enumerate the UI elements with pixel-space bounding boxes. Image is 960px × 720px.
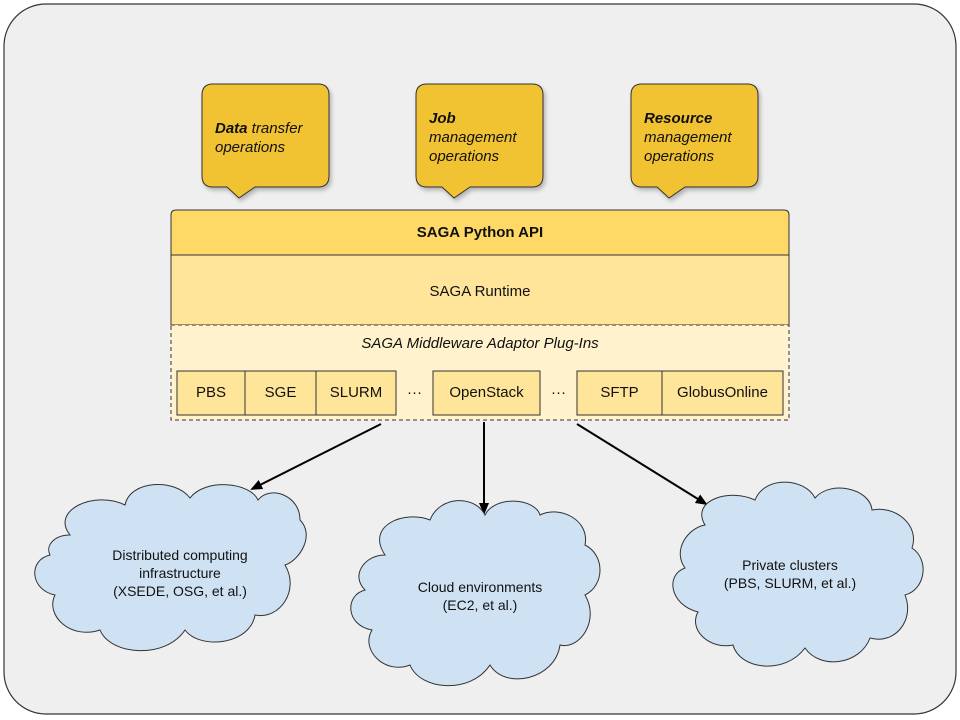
plugin-box-openstack — [432, 370, 541, 416]
callout-job-text: Job management operations — [429, 109, 541, 166]
callout-data-rest: transfer — [247, 120, 303, 137]
callout-job-management — [415, 83, 544, 199]
ellipsis-1: ··· — [407, 384, 422, 401]
callout-job-line2: management — [429, 129, 517, 146]
plugin-openstack: OpenStack — [449, 384, 524, 401]
cloud-env-line2: (EC2, et al.) — [442, 597, 518, 613]
callout-resource-bold: Resource — [644, 110, 713, 127]
saga-runtime-box — [170, 254, 790, 326]
cloud-env-line1: Cloud environments — [417, 579, 543, 595]
saga-stack — [170, 209, 790, 421]
plugin-sge: SGE — [264, 384, 297, 401]
ellipsis-2: ··· — [551, 384, 566, 401]
cloud-env-text: Cloud environments (EC2, et al.) — [370, 578, 590, 614]
callout-data-line2: operations — [215, 139, 286, 156]
callout-resource-line3: operations — [644, 148, 715, 165]
cloud-distributed-line1: Distributed computing — [112, 547, 248, 563]
api-title: SAGA Python API — [416, 224, 544, 241]
cloud-distributed-text: Distributed computing infrastructure (XS… — [70, 546, 290, 600]
plugin-globusonline: GlobusOnline — [677, 384, 768, 401]
plugin-box-globus — [661, 370, 784, 416]
plugin-box-sge — [244, 370, 317, 416]
cloud-private-line2: (PBS, SLURM, et al.) — [723, 575, 857, 591]
callout-data-transfer — [201, 83, 330, 199]
plugin-box-sftp — [576, 370, 663, 416]
plugin-box-pbs — [176, 370, 246, 416]
cloud-private — [672, 481, 924, 667]
callout-job-line3: operations — [429, 148, 500, 165]
plugin-pbs: PBS — [195, 384, 226, 401]
cloud-distributed-line2: infrastructure — [139, 565, 221, 581]
plugin-slurm: SLURM — [329, 384, 383, 401]
runtime-label: SAGA Runtime — [429, 283, 531, 300]
cloud-distributed-line3: (XSEDE, OSG, et al.) — [113, 583, 247, 599]
plugins-title: SAGA Middleware Adaptor Plug-Ins — [361, 335, 599, 352]
plugin-sftp: SFTP — [600, 384, 639, 401]
callout-resource-line2: management — [644, 129, 732, 146]
callout-resource-text: Resource management operations — [644, 109, 756, 166]
arrow-to-private — [576, 423, 708, 506]
callout-resource-management — [630, 83, 759, 199]
arrow-to-distributed — [250, 423, 382, 490]
plugin-box-slurm — [315, 370, 397, 416]
cloud-private-text: Private clusters (PBS, SLURM, et al.) — [680, 556, 900, 592]
callout-job-bold: Job — [429, 110, 456, 127]
callout-data-bold: Data — [215, 120, 248, 137]
cloud-distributed — [34, 484, 307, 652]
cloud-cloud-env — [350, 500, 601, 687]
callout-data-text: Data transfer operations — [215, 119, 327, 157]
cloud-private-line1: Private clusters — [742, 557, 838, 573]
